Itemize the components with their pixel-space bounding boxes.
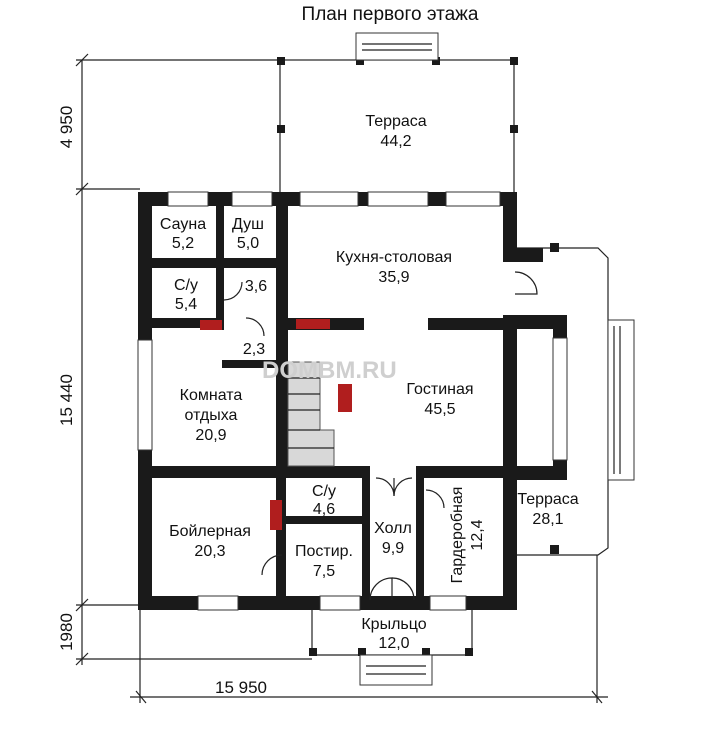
terrace-top-structure (277, 32, 518, 195)
room-rest: Комната отдыха 20,9 (180, 387, 243, 444)
corridor1-area: 3,6 (245, 278, 267, 295)
room-area: 5,4 (175, 296, 197, 313)
room-name: Сауна (160, 216, 206, 233)
room-name: Гардеробная (449, 487, 466, 584)
dimension-middle: 15 440 (57, 374, 76, 426)
room-terrace-right: Терраса 28,1 (517, 491, 578, 528)
room-name: Терраса (517, 491, 578, 508)
room-area: 44,2 (380, 133, 411, 150)
room-name: С/у (312, 483, 336, 500)
dimension-bottom: 1980 (57, 613, 76, 651)
dimension-top: 4 950 (57, 106, 76, 149)
room-area: 20,9 (195, 427, 226, 444)
room-wardrobe: Гардеробная 12,4 (449, 487, 486, 584)
room-kitchen: Кухня-столовая 35,9 (336, 249, 452, 286)
room-shower: Душ 5,0 (232, 216, 264, 252)
room-area: 12,0 (378, 635, 409, 652)
room-name: С/у (174, 277, 198, 294)
room-name: Душ (232, 216, 264, 233)
plan-title: План первого этажа (302, 4, 479, 25)
room-area: 4,6 (313, 501, 335, 518)
room-name: Постир. (295, 543, 353, 560)
room-terrace-top: Терраса 44,2 (365, 113, 426, 150)
room-wc2: С/у 4,6 (312, 483, 336, 518)
watermark: DOMBM.RU (262, 357, 397, 384)
room-wc1: С/у 5,4 (174, 277, 198, 313)
room-area: 5,0 (237, 235, 259, 252)
room-area: 7,5 (313, 563, 335, 580)
room-area: 12,4 (469, 519, 486, 550)
porch-structure (309, 600, 473, 686)
room-name-line2: отдыха (185, 407, 238, 424)
dimension-lines (75, 53, 608, 704)
interior-walls (138, 192, 543, 610)
room-porch: Крыльцо 12,0 (361, 616, 426, 652)
dimension-width: 15 950 (215, 678, 267, 697)
room-area: 5,2 (172, 235, 194, 252)
room-area: 28,1 (532, 511, 563, 528)
room-name-line1: Комната (180, 387, 243, 404)
room-name: Бойлерная (169, 523, 251, 540)
fireplaces (200, 319, 352, 530)
room-laundry: Постир. 7,5 (295, 543, 353, 580)
room-area: 9,9 (382, 540, 404, 557)
room-sauna: Сауна 5,2 (160, 216, 206, 252)
room-area: 45,5 (424, 401, 455, 418)
room-name: Терраса (365, 113, 426, 130)
corridor2-area: 2,3 (243, 341, 265, 358)
terrace-right-structure (515, 243, 635, 556)
room-area: 20,3 (194, 543, 225, 560)
staircase (287, 361, 335, 467)
room-hall: Холл 9,9 (374, 520, 412, 557)
room-area: 35,9 (378, 269, 409, 286)
door-swings (223, 271, 538, 601)
room-name: Кухня-столовая (336, 249, 452, 266)
room-name: Гостиная (406, 381, 473, 398)
room-boiler: Бойлерная 20,3 (169, 523, 251, 560)
room-living: Гостиная 45,5 (406, 381, 473, 418)
room-name: Крыльцо (361, 616, 426, 633)
room-name: Холл (374, 520, 412, 537)
